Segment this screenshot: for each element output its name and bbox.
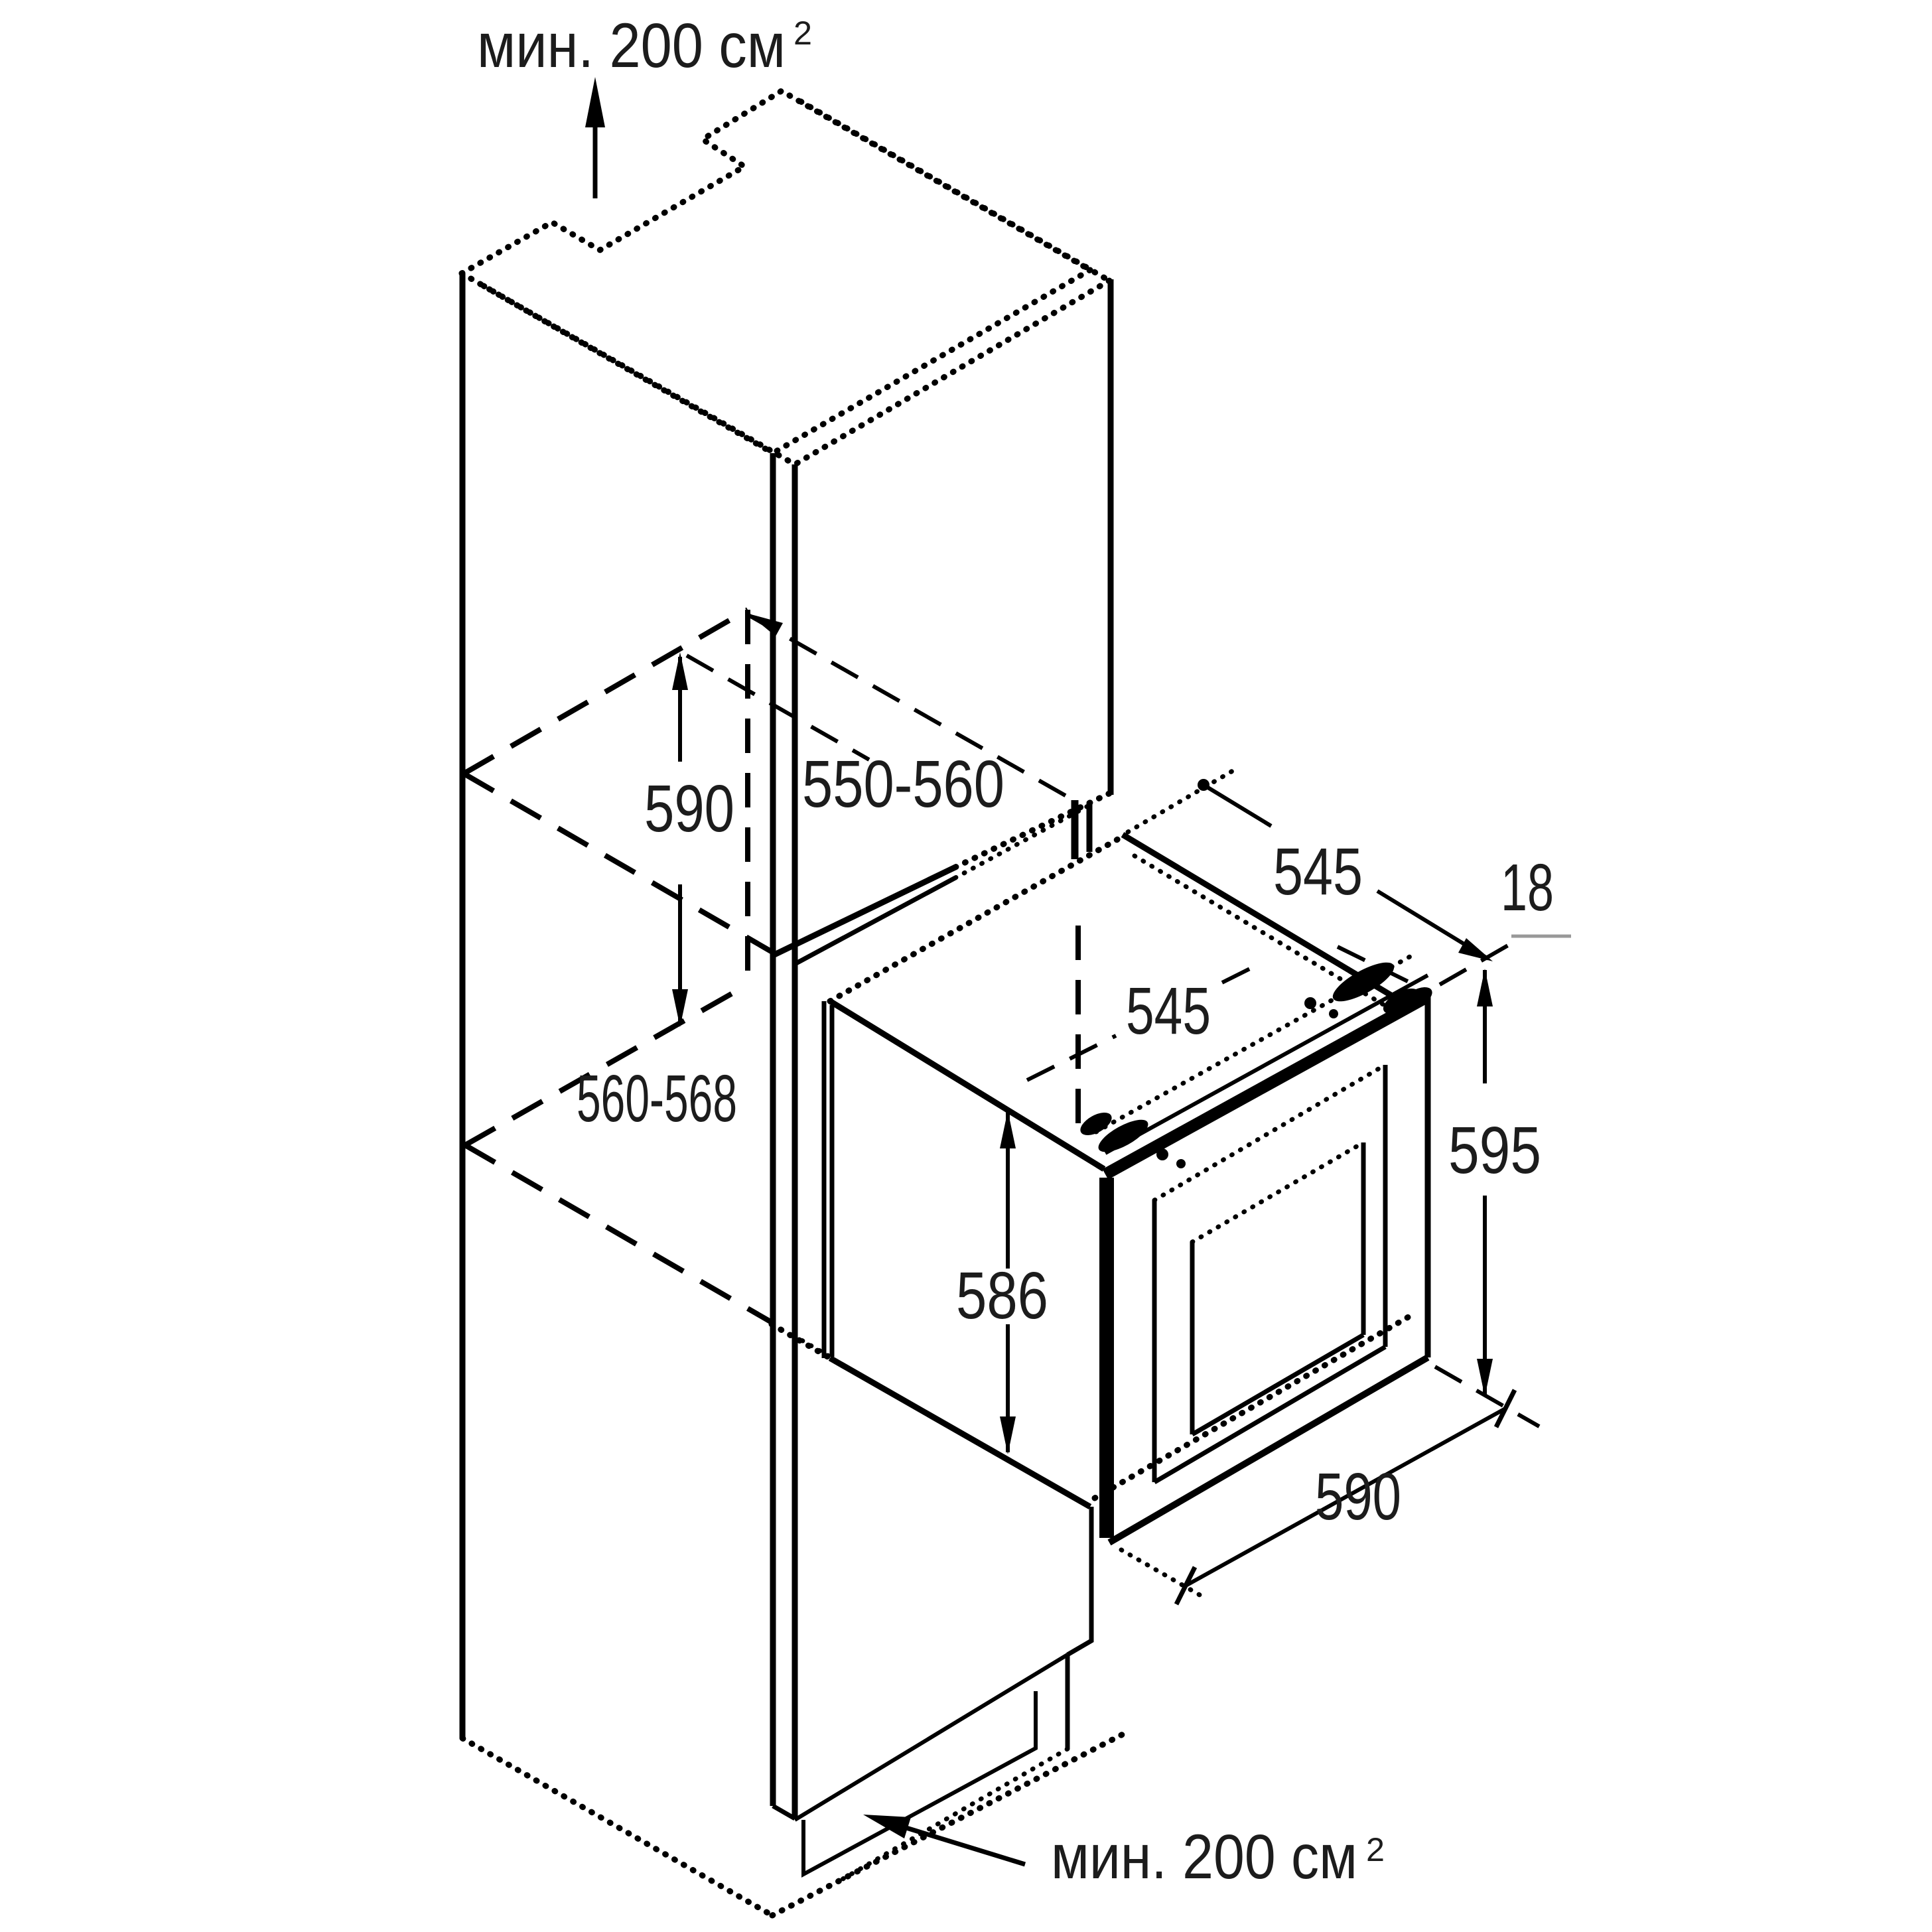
- svg-text:мин. 200 см: мин. 200 см: [477, 11, 786, 81]
- svg-text:545: 545: [1126, 974, 1211, 1048]
- svg-text:586: 586: [956, 1259, 1048, 1333]
- svg-text:590: 590: [1315, 1460, 1401, 1534]
- svg-text:595: 595: [1448, 1113, 1541, 1188]
- svg-text:560-568: 560-568: [577, 1062, 737, 1136]
- svg-text:545: 545: [1273, 835, 1363, 909]
- svg-text:2: 2: [794, 15, 812, 52]
- svg-text:550-560: 550-560: [802, 747, 1004, 821]
- svg-text:18: 18: [1501, 851, 1554, 925]
- svg-text:2: 2: [1366, 1831, 1385, 1868]
- svg-text:мин. 200 см: мин. 200 см: [1051, 1822, 1357, 1892]
- svg-text:590: 590: [644, 772, 734, 846]
